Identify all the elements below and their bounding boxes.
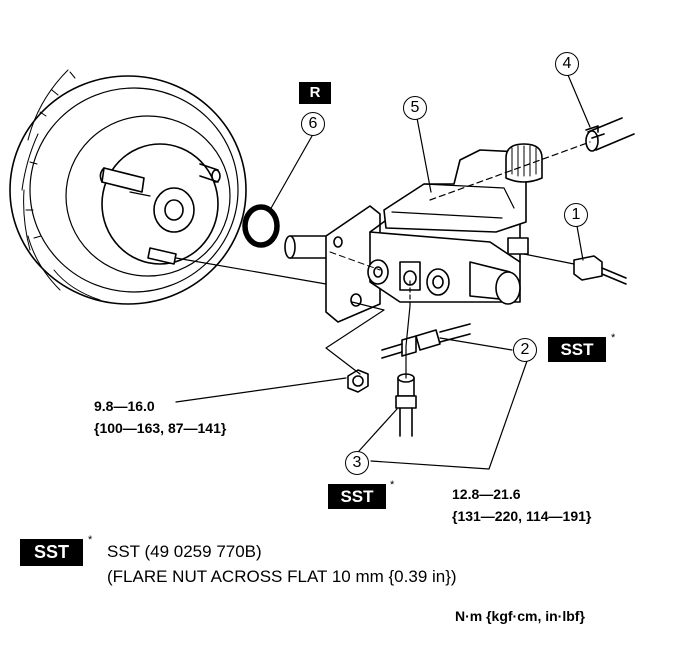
pipe-torque-alt: {131—220, 114—191}	[452, 508, 592, 524]
sst-asterisk-pipe-3: *	[390, 479, 395, 491]
brake-booster	[9, 69, 247, 305]
sst-badge-pipe-3: SST	[328, 484, 386, 509]
sst-asterisk-pipe-2: *	[611, 332, 616, 344]
sst-part-number: SST (49 0259 770B)	[107, 542, 262, 561]
callout-5: 5	[403, 96, 427, 120]
leader-lines	[129, 74, 591, 470]
sst-badge-pipe-2: SST	[548, 337, 606, 362]
fluid-level-connector	[573, 255, 627, 285]
torque-units: N·m {kgf·cm, in·lbf}	[455, 608, 585, 624]
sst-legend-badge: SST	[20, 539, 83, 566]
sst-legend-asterisk: *	[88, 534, 93, 546]
callout-3: 3	[345, 451, 369, 475]
nut-torque-nm: 9.8—16.0	[94, 398, 155, 414]
mounting-nut	[347, 369, 369, 393]
callout-4: 4	[555, 52, 579, 76]
replace-badge: R	[299, 82, 331, 104]
callout-2: 2	[513, 338, 537, 362]
pipe-torque-nm: 12.8—21.6	[452, 486, 521, 502]
sst-description: (FLARE NUT ACROSS FLAT 10 mm {0.39 in})	[107, 567, 457, 586]
master-cylinder	[284, 143, 543, 323]
o-ring	[242, 204, 280, 248]
callout-1: 1	[564, 203, 588, 227]
brake-pipe-3	[395, 373, 417, 437]
reservoir-hose	[585, 117, 635, 152]
brake-pipe-2	[381, 323, 471, 359]
nut-torque-alt: {100—163, 87—141}	[94, 420, 227, 436]
callout-6: 6	[301, 112, 325, 136]
